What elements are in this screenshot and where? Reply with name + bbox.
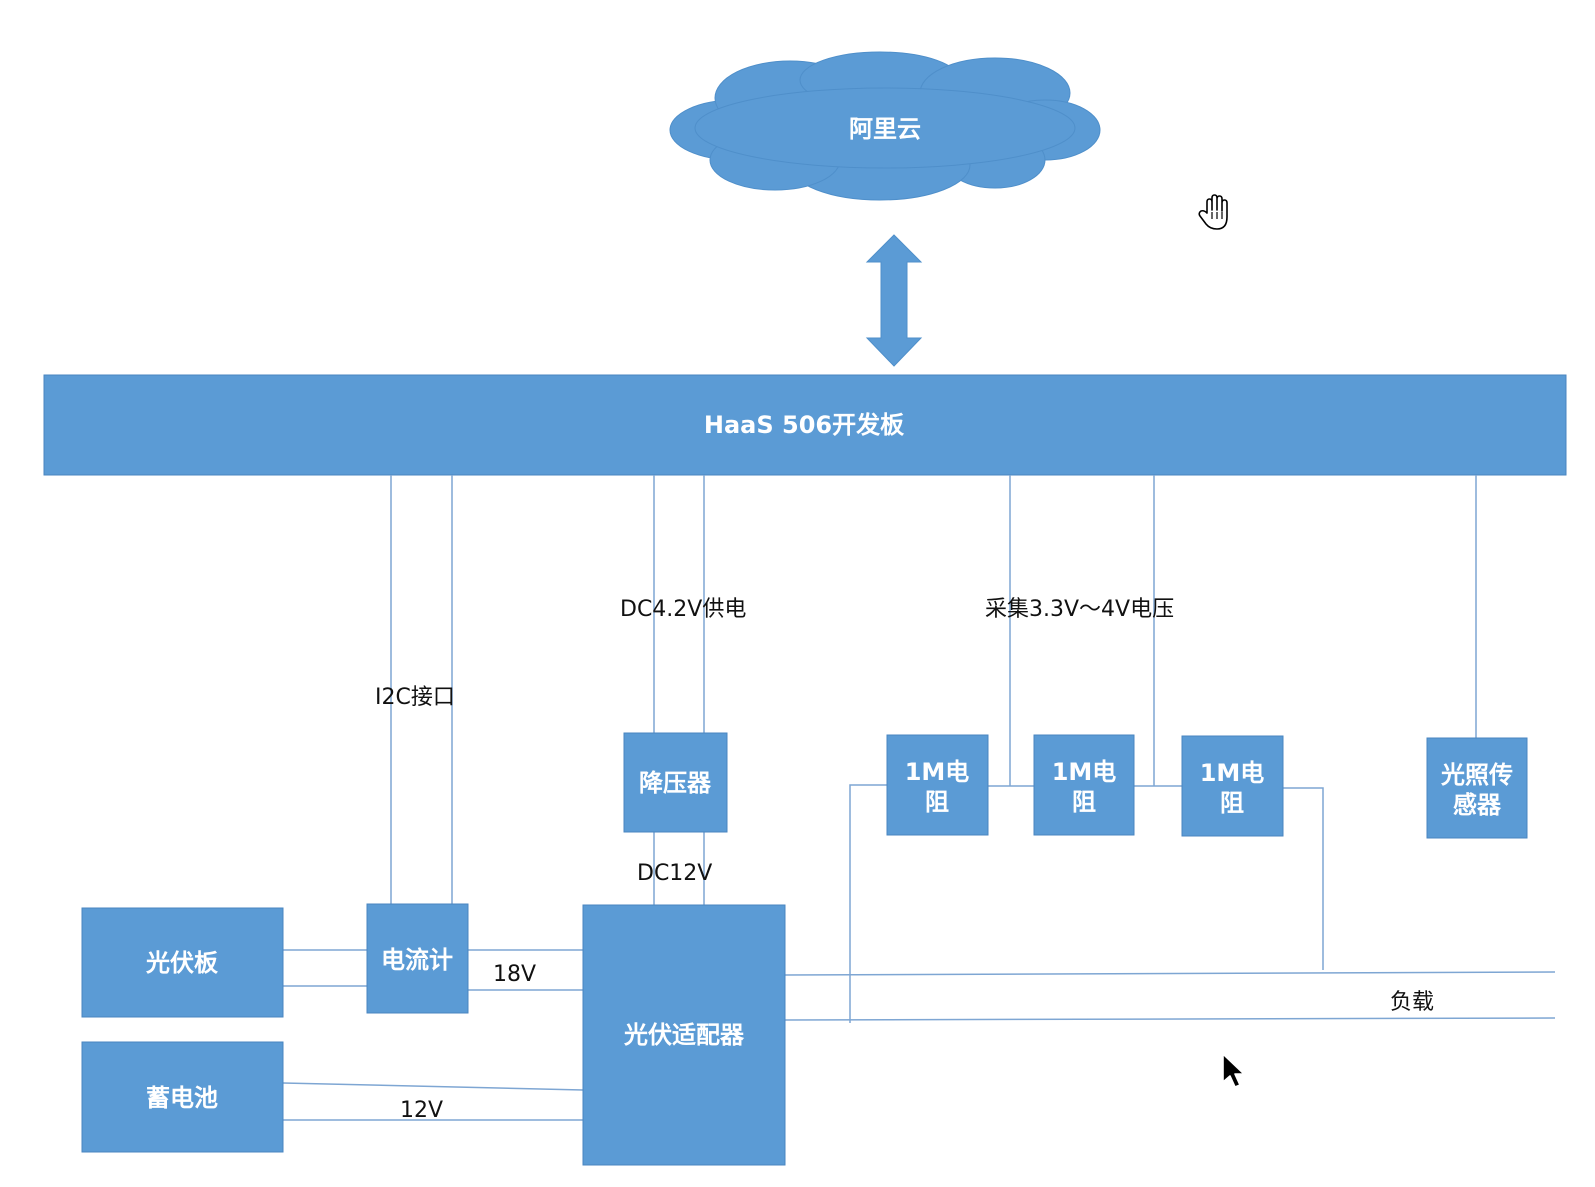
resistor-3-label-line2: 阻 <box>1220 789 1244 817</box>
cloud-shape <box>669 51 1101 201</box>
voltage-reducer-box[interactable]: 降压器 <box>623 732 728 833</box>
pv-adapter-label: 光伏适配器 <box>623 1021 745 1049</box>
connection-wires <box>282 475 1556 1121</box>
v18-label: 18V <box>493 962 536 987</box>
cloud-aliyun[interactable]: 阿里云 <box>669 51 1101 201</box>
load-label: 负载 <box>1390 990 1434 1015</box>
current-meter-label: 电流计 <box>381 946 453 974</box>
dc12-label: DC12V <box>637 861 712 886</box>
light-sensor-box[interactable]: 光照传 感器 <box>1426 737 1528 839</box>
battery-label: 蓄电池 <box>146 1084 218 1112</box>
cloud-label: 阿里云 <box>849 115 921 143</box>
battery-box[interactable]: 蓄电池 <box>81 1041 284 1153</box>
sample-voltage-label: 采集3.3V～4V电压 <box>985 597 1174 622</box>
resistor-2-label-line2: 阻 <box>1072 788 1096 816</box>
solar-panel-box[interactable]: 光伏板 <box>81 907 284 1018</box>
pv-adapter-box[interactable]: 光伏适配器 <box>582 904 786 1166</box>
resistor-1-label-line1: 1M电 <box>905 758 970 786</box>
resistor-1-label-line2: 阻 <box>925 788 949 816</box>
resistor-3-label-line1: 1M电 <box>1200 759 1265 787</box>
dc42-label: DC4.2V供电 <box>620 597 746 622</box>
mouse-arrow-icon <box>1222 1053 1245 1088</box>
i2c-label: I2C接口 <box>375 685 455 710</box>
hand-pointer-icon <box>1198 194 1228 230</box>
light-sensor-label-line2: 感器 <box>1453 791 1502 819</box>
resistor-box-2[interactable]: 1M电 阻 <box>1033 734 1135 836</box>
haas-board-label: HaaS 506开发板 <box>704 411 905 439</box>
light-sensor-label-line1: 光照传 <box>1440 761 1513 789</box>
resistor-box-1[interactable]: 1M电 阻 <box>886 734 989 836</box>
solar-panel-label: 光伏板 <box>145 949 219 977</box>
haas-board[interactable]: HaaS 506开发板 <box>43 374 1567 476</box>
current-meter-box[interactable]: 电流计 <box>366 903 469 1014</box>
resistor-box-3[interactable]: 1M电 阻 <box>1181 735 1284 837</box>
resistor-2-label-line1: 1M电 <box>1052 758 1117 786</box>
bidirectional-arrow <box>865 234 923 367</box>
v12-label: 12V <box>400 1098 443 1123</box>
voltage-reducer-label: 降压器 <box>639 769 712 797</box>
